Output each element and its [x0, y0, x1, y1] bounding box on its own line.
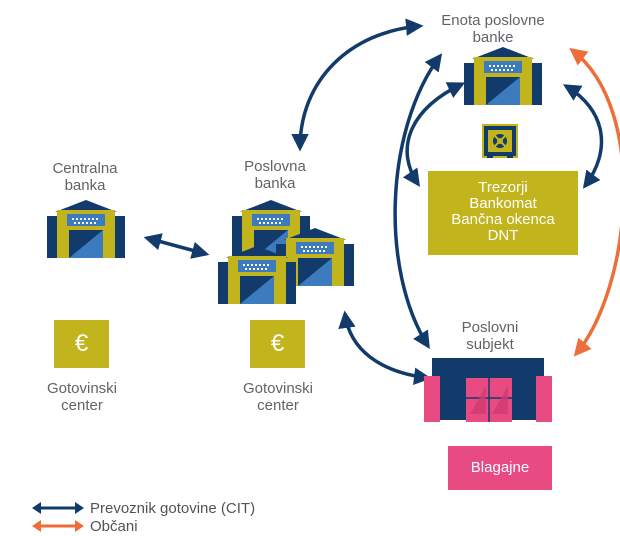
- poslovni-subjekt-shop-icon: [424, 358, 552, 422]
- euro-symbol-left: €: [74, 330, 89, 357]
- arrow-obcani: [569, 47, 620, 357]
- trezorji-box-text: Trezorji Bankomat Bančna okenca DNT: [428, 180, 578, 244]
- green-box-line-3: Bančna okenca: [451, 211, 555, 228]
- trezorji-box: [428, 171, 578, 255]
- green-box-line-1: Trezorji: [478, 179, 528, 196]
- legend-item-cit: Prevoznik gotovine (CIT): [32, 499, 255, 517]
- centralna-banka-label: Centralna banka: [52, 160, 118, 194]
- arrow-poslovna-to-subjekt: [338, 310, 432, 385]
- safe-icon: [482, 124, 518, 158]
- poslovni-subjekt-label: Poslovni subjekt: [461, 319, 519, 353]
- legend-label-obcani: Občani: [90, 517, 138, 535]
- poslovna-banka-label: Poslovna banka: [244, 158, 306, 192]
- arrow-central-to-poslovna: [143, 233, 210, 259]
- legend-item-obcani: Občani: [32, 517, 138, 535]
- enota-poslovne-banke-label: Enota poslovne banke: [441, 12, 545, 46]
- gotovinski-center-left-box: [54, 320, 109, 368]
- euro-symbol-mid: €: [270, 330, 285, 357]
- gotovinski-center-mid-box: [250, 320, 305, 368]
- gotovinski-center-mid-label: Gotovinski center: [242, 380, 314, 414]
- blagajne-box: [448, 446, 552, 490]
- gotovinski-center-left-label: Gotovinski center: [46, 380, 118, 414]
- centralna-banka-building-icon: [47, 200, 125, 258]
- legend-arrow-navy-icon: [32, 502, 84, 514]
- arrow-enota-to-box-left: [402, 82, 466, 187]
- green-box-line-4: DNT: [487, 227, 519, 244]
- green-box-line-2: Bankomat: [469, 195, 537, 212]
- legend-label-cit: Prevoznik gotovine (CIT): [90, 499, 256, 517]
- blagajne-label: Blagajne: [470, 459, 530, 476]
- arrow-poslovna-to-enota: [291, 18, 424, 152]
- poslovna-banka-buildings-icon: [218, 200, 354, 304]
- legend-arrow-orange-icon: [32, 520, 84, 532]
- enota-banke-building-icon: [464, 47, 542, 105]
